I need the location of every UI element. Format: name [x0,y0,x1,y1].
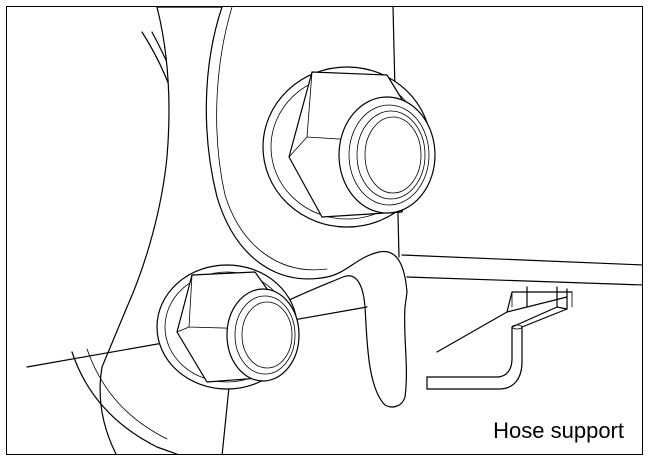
lower-curve-2 [86,348,168,440]
caption-label: Hose support [493,418,624,443]
upper-nut [262,66,436,228]
mechanical-drawing [26,7,642,454]
frame-rail-mid [406,276,642,286]
frame-rail-top [401,254,642,266]
hose-support [426,286,573,390]
arm-plate-inner-edge [216,7,328,271]
illustration-frame: Hose support [6,6,643,455]
lower-nut [156,264,300,390]
lower-curve [71,351,179,454]
